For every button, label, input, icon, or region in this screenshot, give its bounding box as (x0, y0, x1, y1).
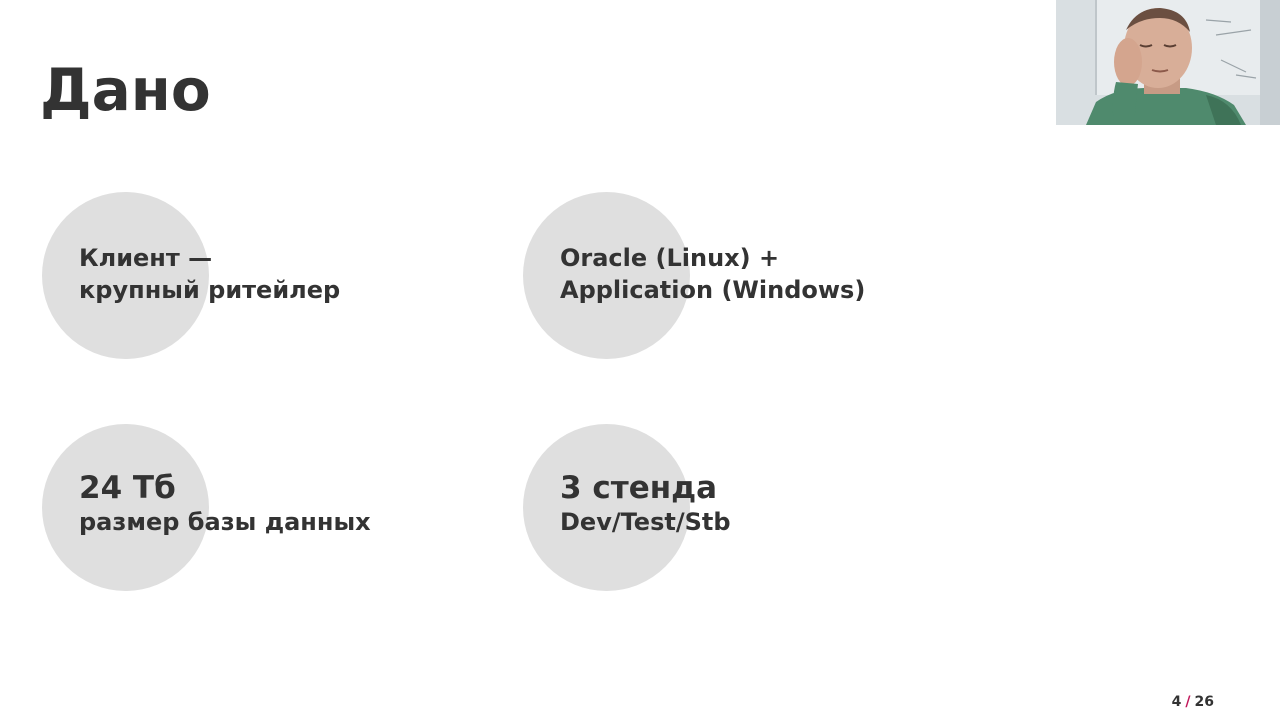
info-card-client: Клиент — крупный ритейлер (42, 192, 502, 362)
page-separator: / (1185, 694, 1191, 710)
page-current: 4 (1171, 694, 1182, 710)
decorative-circle (42, 192, 209, 359)
info-card-db-size: 24 Тб размер базы данных (42, 424, 502, 594)
card-line-2: Application (Windows) (560, 276, 866, 304)
info-card-stack: Oracle (Linux) + Application (Windows) (523, 192, 983, 362)
info-card-environments: 3 стенда Dev/Test/Stb (523, 424, 983, 594)
decorative-circle (523, 192, 690, 359)
presenter-webcam (1056, 0, 1280, 125)
card-line-2: размер базы данных (79, 508, 371, 536)
card-text: Oracle (Linux) + Application (Windows) (560, 242, 865, 306)
decorative-circle (42, 424, 209, 591)
card-line-1: Клиент — (79, 244, 213, 272)
decorative-circle (523, 424, 690, 591)
page-total: 26 (1194, 694, 1214, 710)
presenter-video-icon (1056, 0, 1280, 125)
page-counter: 4/26 (1172, 693, 1214, 711)
card-line-2: крупный ритейлер (79, 276, 341, 304)
card-line-2: Dev/Test/Stb (560, 508, 731, 536)
card-line-1: 3 стенда (560, 470, 718, 506)
card-text: 24 Тб размер базы данных (79, 470, 371, 538)
card-text: Клиент — крупный ритейлер (79, 242, 340, 306)
card-line-1: 24 Тб (79, 470, 176, 506)
card-text: 3 стенда Dev/Test/Stb (560, 470, 731, 538)
slide-title: Дано (40, 56, 211, 124)
card-line-1: Oracle (Linux) + (560, 244, 780, 272)
